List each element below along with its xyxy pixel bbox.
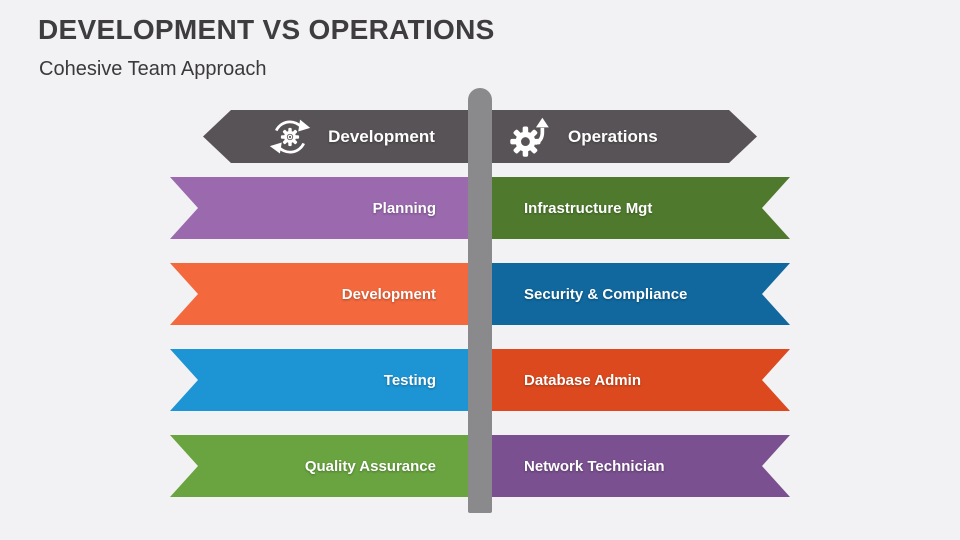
banner-label: Security & Compliance (524, 285, 688, 303)
sync-gear-icon (268, 115, 312, 159)
banner-label: Development (341, 285, 436, 303)
development-banner-quality-assurance: Quality Assurance (170, 435, 480, 497)
operations-banner-database-admin: Database Admin (480, 349, 790, 411)
operations-banner-network-technician: Network Technician (480, 435, 790, 497)
gear-up-arrow-icon (508, 115, 552, 159)
development-banner-testing: Testing (170, 349, 480, 411)
operations-banner-security-compliance: Security & Compliance (480, 263, 790, 325)
development-header-label: Development (328, 126, 435, 146)
banner-label: Testing (383, 371, 436, 389)
page-title: DEVELOPMENT VS OPERATIONS (38, 14, 495, 45)
operations-banner-infrastructure-mgt: Infrastructure Mgt (480, 177, 790, 239)
operations-header-label: Operations (568, 126, 658, 146)
banner-label: Database Admin (524, 371, 641, 389)
banner-label: Infrastructure Mgt (524, 199, 653, 217)
development-banner-development: Development (170, 263, 480, 325)
center-divider-bar (468, 88, 492, 513)
banner-label: Quality Assurance (304, 457, 436, 475)
banner-label: Planning (372, 199, 436, 217)
operations-header-banner: Operations (480, 110, 757, 163)
development-banner-planning: Planning (170, 177, 480, 239)
page-subtitle: Cohesive Team Approach (39, 58, 267, 80)
development-header-banner: Development (203, 110, 490, 163)
banner-label: Network Technician (524, 457, 665, 475)
